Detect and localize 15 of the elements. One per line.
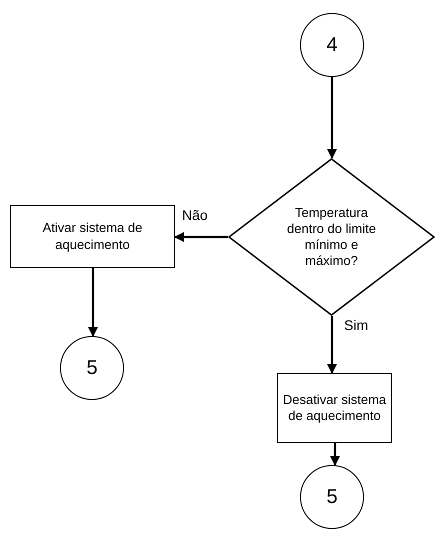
edge-label: Não xyxy=(180,207,210,223)
node-text: 4 xyxy=(326,32,338,58)
process-box xyxy=(10,205,175,268)
edge-label: Sim xyxy=(342,317,370,333)
node-text: Desativar sistema de aquecimento xyxy=(282,392,387,424)
node-text: 5 xyxy=(326,484,338,510)
arrow xyxy=(327,316,337,374)
process-box xyxy=(277,373,392,443)
arrow xyxy=(88,268,98,337)
node-text: 5 xyxy=(86,356,98,380)
arrow xyxy=(330,443,340,466)
node-text: Temperatura dentro do limite mínimo e máximo? xyxy=(286,204,376,270)
arrow xyxy=(327,77,337,159)
arrow xyxy=(174,232,228,242)
node-text: Ativar sistema de aquecimento xyxy=(42,220,144,253)
